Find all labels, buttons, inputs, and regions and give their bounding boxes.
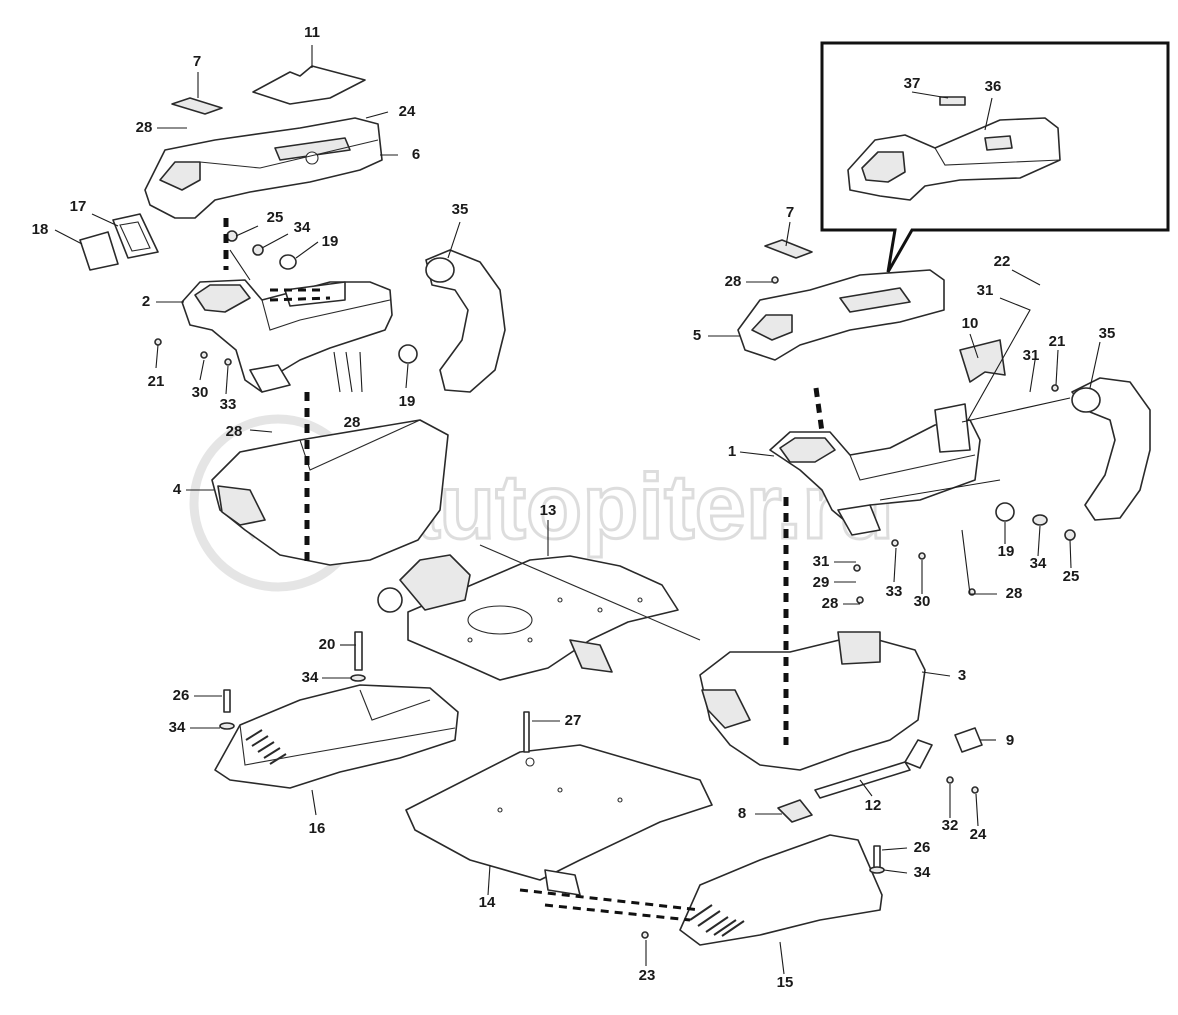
callout-15: 15 — [777, 974, 794, 991]
fasteners-left-upper — [154, 230, 418, 366]
callout-27: 27 — [565, 712, 582, 729]
callout-28: 28 — [136, 119, 153, 136]
callout-35: 35 — [452, 201, 469, 218]
callout-30: 30 — [914, 593, 931, 610]
callout-28: 28 — [344, 414, 361, 431]
inset-detail — [820, 41, 1170, 273]
callout-31: 31 — [1023, 347, 1040, 364]
callout-5: 5 — [693, 327, 701, 344]
callout-20: 20 — [319, 636, 336, 653]
callout-25: 25 — [1063, 568, 1080, 585]
callout-12: 12 — [865, 797, 882, 814]
callout-26: 26 — [914, 839, 931, 856]
callout-7: 7 — [193, 53, 201, 70]
callout-18: 18 — [32, 221, 49, 238]
callout-23: 23 — [639, 967, 656, 984]
callout-19: 19 — [322, 233, 339, 250]
callout-10: 10 — [962, 315, 979, 332]
callout-25: 25 — [267, 209, 284, 226]
callout-3: 3 — [958, 667, 966, 684]
part-1-console-frame — [769, 403, 981, 536]
callout-17: 17 — [70, 198, 87, 215]
callout-2: 2 — [142, 293, 150, 310]
callout-31: 31 — [977, 282, 994, 299]
callout-26: 26 — [173, 687, 190, 704]
callout-9: 9 — [1006, 732, 1014, 749]
callout-1: 1 — [728, 443, 736, 460]
part-10-bracket — [959, 339, 1006, 383]
part-16-side-cover — [214, 684, 459, 789]
part-7-clip-left — [171, 97, 223, 115]
callout-34: 34 — [914, 864, 931, 881]
part-15-side-cover — [641, 834, 885, 946]
fasteners-left-lower — [219, 631, 366, 730]
callout-34: 34 — [294, 219, 311, 236]
callout-28: 28 — [822, 595, 839, 612]
part-13-base-plate — [377, 544, 701, 681]
callout-8: 8 — [738, 805, 746, 822]
callout-19: 19 — [998, 543, 1015, 560]
part-4-lower-shroud — [211, 419, 449, 566]
callout-16: 16 — [309, 820, 326, 837]
vent-slats-right — [689, 904, 745, 937]
callout-29: 29 — [813, 574, 830, 591]
part-2-console-frame — [181, 279, 393, 393]
vent-slats-left — [245, 729, 287, 765]
callout-34: 34 — [169, 719, 186, 736]
callout-21: 21 — [148, 373, 165, 390]
part-9-cap — [954, 727, 983, 753]
callout-35: 35 — [1099, 325, 1116, 342]
callout-22: 22 — [994, 253, 1011, 270]
callout-6: 6 — [412, 146, 420, 163]
callout-32: 32 — [942, 817, 959, 834]
callout-34: 34 — [1030, 555, 1047, 572]
callout-37: 37 — [904, 75, 921, 92]
callout-7: 7 — [786, 204, 794, 221]
callout-30: 30 — [192, 384, 209, 401]
part-14-bottom-plate — [405, 711, 713, 896]
callout-4: 4 — [173, 481, 182, 498]
fasteners-right — [771, 276, 1076, 794]
part-17-18-bezels — [79, 213, 159, 271]
callout-21: 21 — [1049, 333, 1066, 350]
part-6-console-cover — [144, 117, 383, 219]
assembly-guides — [223, 218, 1071, 922]
leader-lines — [54, 45, 1101, 975]
callout-28: 28 — [725, 273, 742, 290]
callout-34: 34 — [302, 669, 319, 686]
callout-28: 28 — [1006, 585, 1023, 602]
part-12-lever — [814, 739, 933, 799]
callout-31: 31 — [813, 553, 830, 570]
callout-24: 24 — [970, 826, 987, 843]
part-35-hose-right — [1071, 377, 1151, 521]
part-5-console-cover — [737, 269, 945, 361]
callout-11: 11 — [304, 24, 320, 41]
part-11-plate — [252, 65, 366, 105]
callouts: 11 7 28 24 6 17 18 25 34 19 35 2 21 30 3… — [32, 24, 1116, 991]
callout-19: 19 — [399, 393, 416, 410]
callout-36: 36 — [985, 78, 1002, 95]
part-35-hose-left — [425, 249, 506, 393]
part-7-clip-right — [764, 239, 813, 259]
callout-24: 24 — [399, 103, 416, 120]
callout-33: 33 — [886, 583, 903, 600]
callout-13: 13 — [540, 502, 557, 519]
part-8-clip — [777, 799, 813, 823]
callout-28: 28 — [226, 423, 243, 440]
callout-14: 14 — [479, 894, 496, 911]
callout-33: 33 — [220, 396, 237, 413]
part-3-lower-shroud — [699, 631, 926, 771]
